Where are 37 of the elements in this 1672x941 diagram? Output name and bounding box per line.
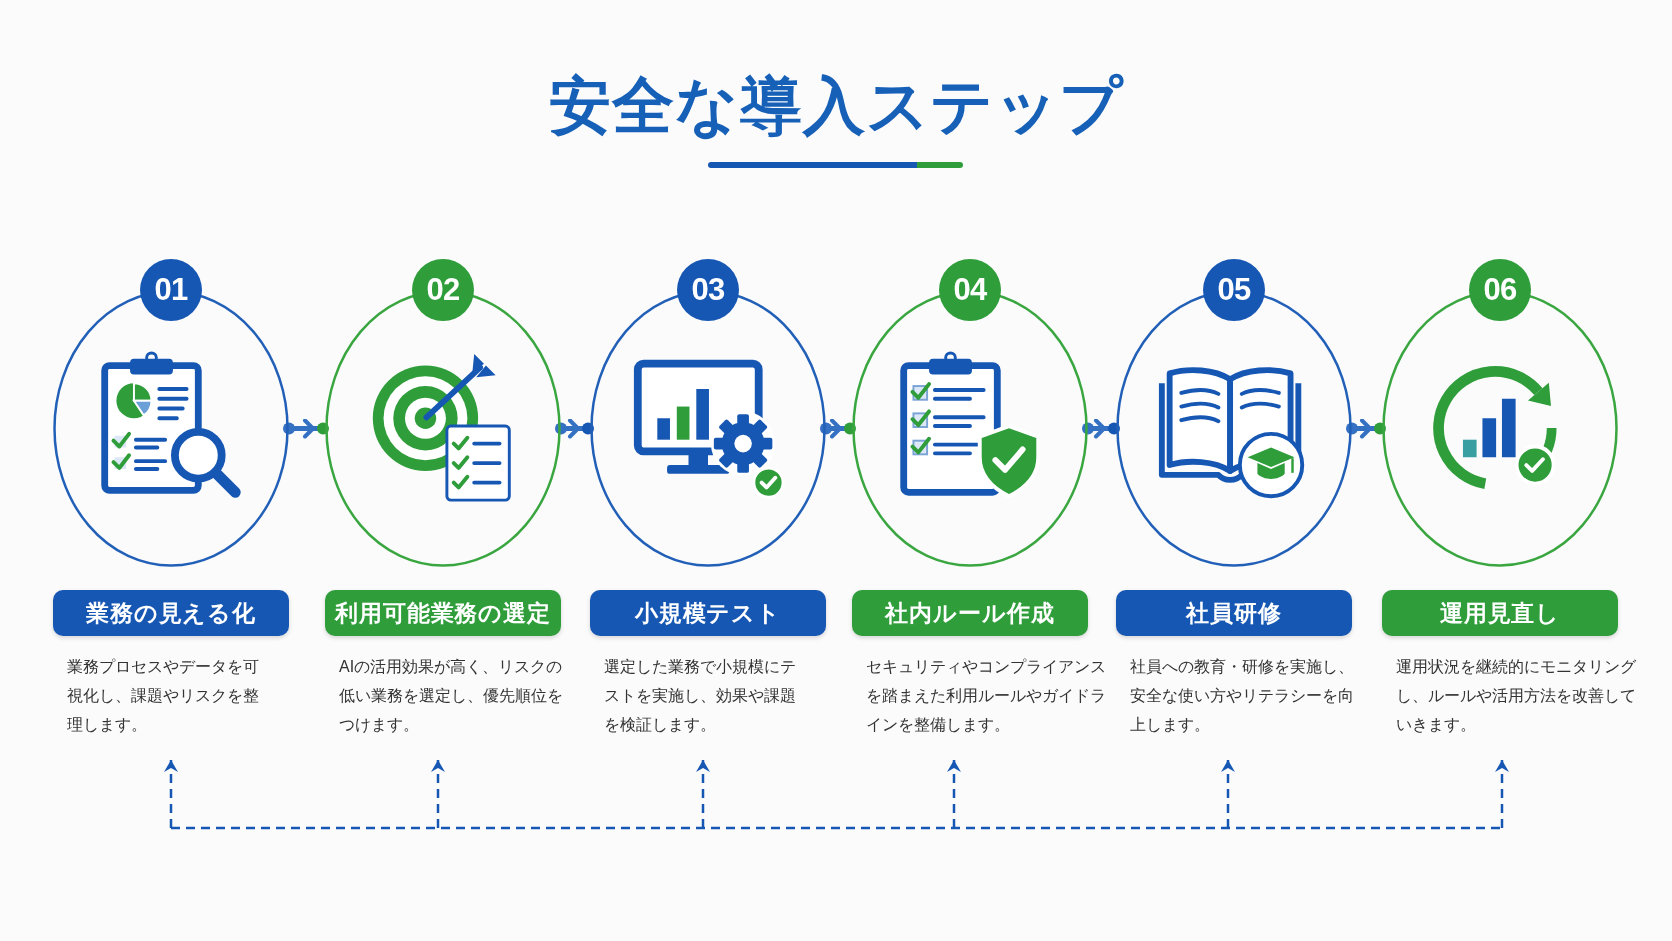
step-title: 小規模テスト [590,590,826,636]
step-title: 社員研修 [1116,590,1352,636]
step-oval [590,259,826,567]
step-number: 02 [412,259,474,321]
step-description: 業務プロセスやデータを可視化し、課題やリスクを整理します。 [53,652,263,760]
arrow [1082,418,1122,439]
arrow [820,418,858,439]
dashed-arrow [431,760,445,828]
step-number: 04 [939,259,1001,321]
step-description: 運用状況を継続的にモニタリングし、ルールや活用方法を改善していきます。 [1382,652,1640,760]
dashed-arrow [164,760,178,828]
dashed-arrow [696,760,710,828]
step-oval [852,259,1088,567]
dashed-arrow [947,760,961,828]
step-description: 選定した業務で小規模にテストを実施し、効果や課題を検証します。 [590,652,800,760]
arrow [283,418,331,439]
step-number: 05 [1203,259,1265,321]
step-title: 利用可能業務の選定 [325,590,561,636]
step-description: セキュリティやコンプライアンスを踏まえた利用ルールやガイドラインを整備します。 [852,652,1110,760]
arrow [1346,418,1388,439]
step-oval [1382,259,1618,567]
step-title: 運用見直し [1382,590,1618,636]
step-oval [325,259,561,567]
step-oval [1116,259,1352,567]
step-number: 01 [140,259,202,321]
step-description: 社員への教育・研修を実施し、安全な使い方やリテラシーを向上します。 [1116,652,1360,760]
dashed-arrow [1221,760,1235,828]
dashed-arrow [1495,760,1509,828]
title: 安全な導入ステップ [548,70,1124,142]
step-title: 業務の見える化 [53,590,289,636]
step-number: 03 [677,259,739,321]
step-description: AIの活用効果が高く、リスクの低い業務を選定し、優先順位をつけます。 [325,652,565,760]
step-oval [53,259,289,567]
step-title: 社内ルール作成 [852,590,1088,636]
dashed-feedback-line [171,826,1502,830]
step-number: 06 [1469,259,1531,321]
arrow [555,418,596,439]
